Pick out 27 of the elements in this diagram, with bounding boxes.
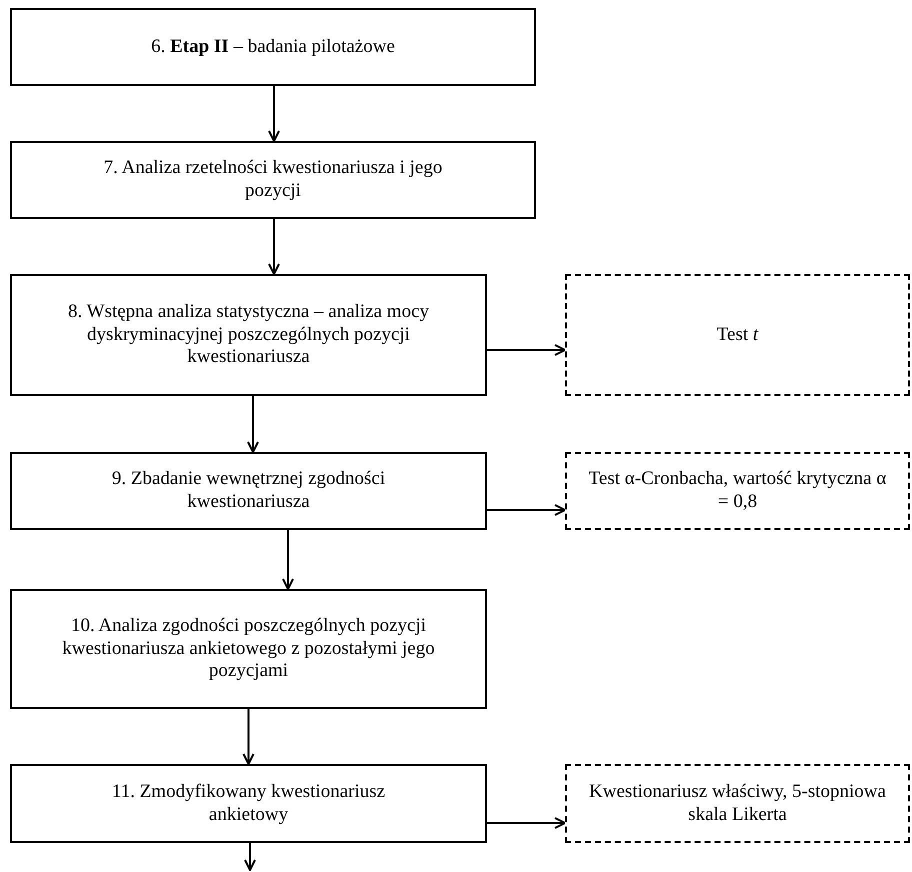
- step-text: 11. Zmodyfikowany kwestionariusz ankietowy: [110, 780, 386, 826]
- step-text: Test t: [716, 324, 758, 346]
- step-box: [10, 8, 536, 86]
- arrow: [247, 396, 259, 453]
- arrow: [242, 709, 254, 765]
- step-box: [10, 589, 487, 709]
- step-box: [10, 452, 487, 530]
- step-text: Kwestionariusz właściwy, 5-stopniowa skala Likerta: [588, 780, 887, 826]
- arrow: [282, 530, 294, 590]
- step-text: Test α-Cronbacha, wartość krytyczna α = 0,8: [588, 468, 888, 514]
- step-text: 9. Zbadanie wewnętrznej zgodności kwestionariusza: [110, 468, 386, 514]
- arrow: [268, 86, 280, 142]
- step-text: 6. Etap II – badania pilotażowe: [151, 36, 395, 58]
- step-text: 8. Wstępna analiza statystyczna – analiza mocy dyskryminacyjnej poszczególnych pozycji kwestionariusza: [66, 300, 430, 370]
- arrow: [244, 843, 256, 871]
- arrow: [268, 219, 280, 275]
- step-text: 7. Analiza rzetelności kwestionariusza i jego pozycji: [102, 157, 444, 203]
- step-text: 10. Analiza zgodności poszczególnych pozycji kwestionariusza ankietowego z pozostałymi jego pozycjami: [62, 614, 435, 684]
- step-box: [10, 764, 487, 843]
- method-box: [565, 274, 910, 396]
- step-box: [10, 274, 487, 396]
- step-box: [10, 141, 536, 219]
- arrow: [487, 817, 566, 829]
- method-box: [565, 764, 910, 843]
- arrow: [487, 344, 566, 356]
- arrow: [487, 504, 566, 516]
- method-box: [565, 452, 910, 530]
